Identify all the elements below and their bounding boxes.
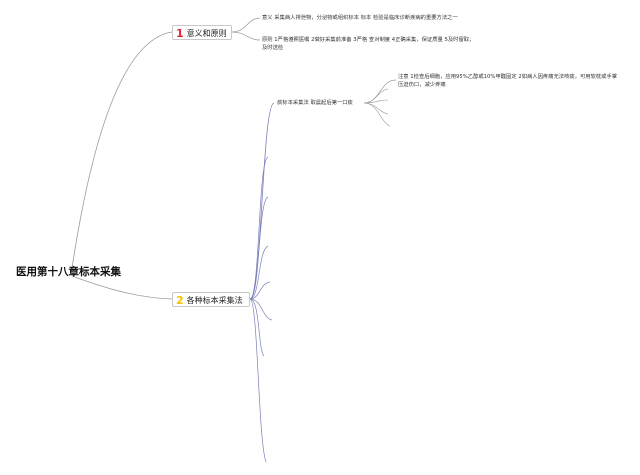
connector-branch2-spine-down2 xyxy=(249,298,265,357)
connector-sub1-stub2 xyxy=(363,99,389,104)
branch-label: 各种标本采集法 xyxy=(186,296,243,305)
root-topic[interactable]: 医用第十八章标本采集 xyxy=(16,266,121,278)
leaf-meaning[interactable]: 意义 采集病人排泄物，分泌物或组织标本 标本 检验是临床诊断疾病的重要方法之一 xyxy=(262,15,458,21)
connector-branch2-spine-up3 xyxy=(249,245,269,300)
branch-label: 意义和原则 xyxy=(186,29,227,38)
connector-sub1-stub3 xyxy=(363,102,389,115)
connector-branch2-spine-up2 xyxy=(249,196,269,300)
connector-branch1-leaf2 xyxy=(231,31,261,41)
subtopic-sputum-collection[interactable]: 痰标本采集法 取晨起后第一口痰 xyxy=(277,100,353,106)
connector-branch2-spine-up4 xyxy=(249,281,271,300)
connector-branch2-spine-down3 xyxy=(249,298,267,463)
connector-branch2-spine-up1 xyxy=(249,156,269,300)
leaf-sputum-notes[interactable]: 注意 1检查后细胞，应用95%乙醇或10%甲醛固定 2如病人因疼痛无法咳痰，可用… xyxy=(398,74,618,88)
connector-sub1-note xyxy=(363,79,397,104)
branch-number-badge: 1 xyxy=(176,27,184,40)
connector-root-branch1 xyxy=(71,31,173,269)
branch-number-badge: 2 xyxy=(176,294,184,307)
connector-branch1-leaf1 xyxy=(231,17,261,33)
connector-sub1-stub4 xyxy=(363,102,391,127)
connector-root-branch2 xyxy=(71,275,173,300)
connector-branch2-sub1 xyxy=(249,102,275,300)
connector-sub1-stub1 xyxy=(363,88,389,104)
connector-branch2-spine-down1 xyxy=(249,298,273,321)
leaf-principles[interactable]: 原则 1严格遵照医嘱 2做好采集前准备 3严格 查对制度 4正确采集，保证质量 … xyxy=(262,37,475,51)
